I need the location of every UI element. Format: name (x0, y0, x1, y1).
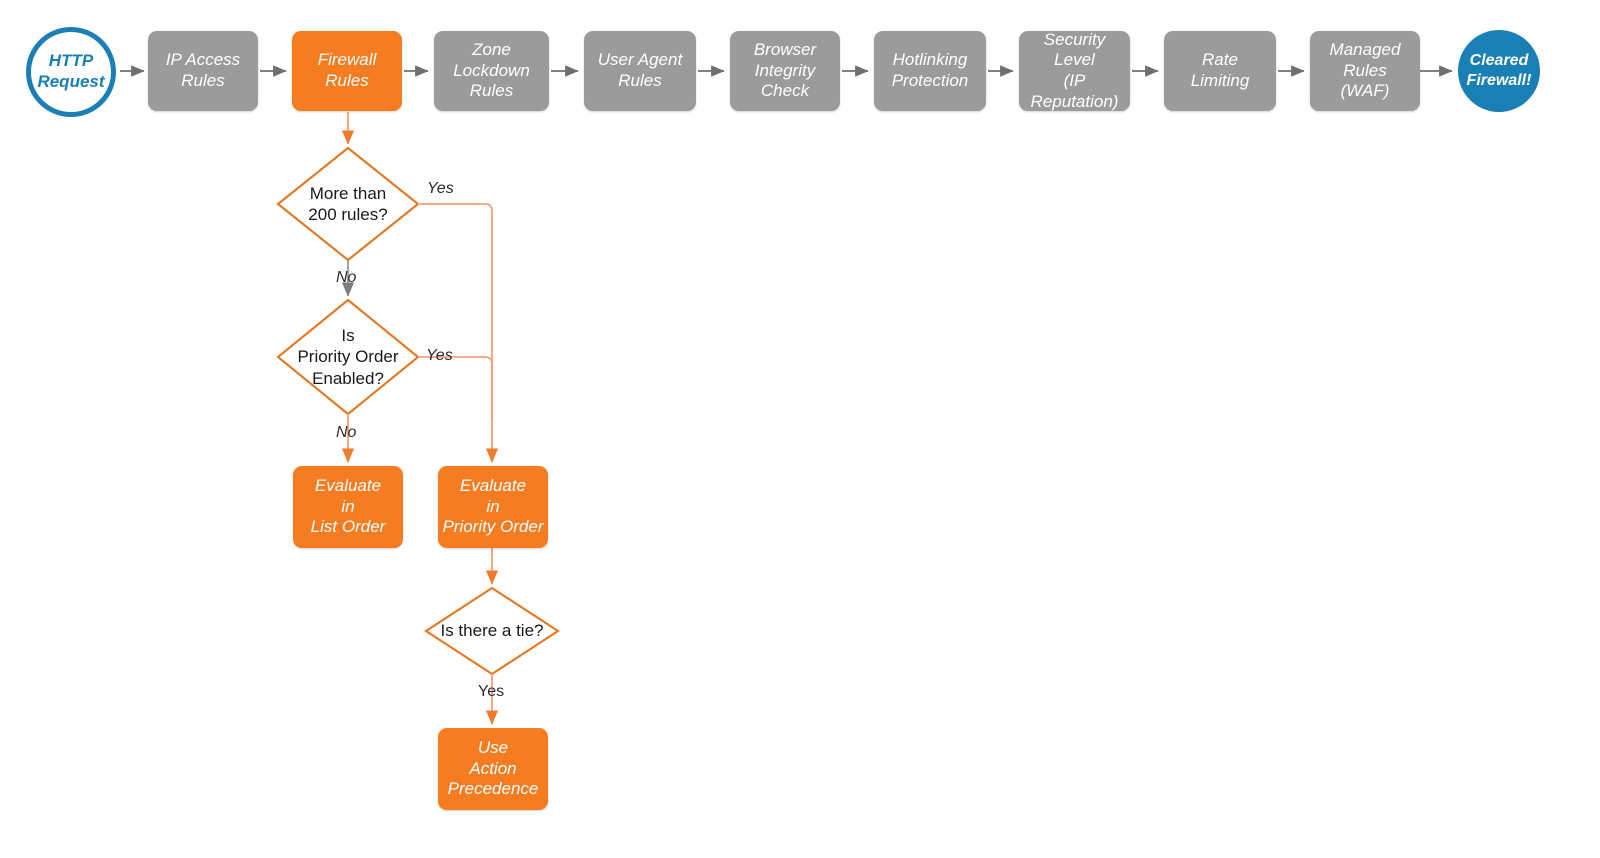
node-user-agent-rules-label: User Agent Rules (597, 50, 683, 90)
node-security-level[interactable]: Security Level (IP Reputation) (1019, 29, 1130, 111)
edge-yes-priority-order (418, 356, 493, 420)
node-cleared-firewall[interactable]: Cleared Firewall! (1458, 30, 1540, 112)
edge-label-no-more-than-200: No (336, 269, 357, 286)
node-hotlinking-protection[interactable]: Hotlinking Protection (874, 31, 986, 111)
node-rate-limiting[interactable]: Rate Limiting (1164, 31, 1276, 111)
decision-is-priority-order-enabled-label: Is Priority Order Enabled? (297, 326, 399, 388)
node-managed-rules-waf[interactable]: Managed Rules (WAF) (1310, 31, 1420, 111)
decision-more-than-200-rules-label: More than 200 rules? (308, 183, 388, 224)
decision-is-there-a-tie[interactable]: Is there a tie? (412, 616, 572, 646)
node-use-action-precedence[interactable]: Use Action Precedence (438, 728, 548, 810)
node-ip-access-rules-label: IP Access Rules (165, 50, 241, 90)
node-evaluate-list-order[interactable]: Evaluate in List Order (293, 466, 403, 548)
node-http-request-label: HTTP Request (37, 51, 105, 91)
node-zone-lockdown-rules-label: Zone Lockdown Rules (453, 39, 530, 101)
decision-is-priority-order-enabled[interactable]: Is Priority Order Enabled? (263, 325, 433, 389)
node-managed-rules-waf-label: Managed Rules (WAF) (1329, 39, 1401, 101)
node-rate-limiting-label: Rate Limiting (1190, 50, 1250, 90)
node-hotlinking-protection-label: Hotlinking Protection (891, 50, 969, 90)
node-browser-integrity-check-label: Browser Integrity Check (753, 39, 817, 101)
node-security-level-label: Security Level (IP Reputation) (1030, 29, 1119, 111)
node-use-action-precedence-label: Use Action Precedence (447, 737, 539, 799)
edge-yes-more-than-200 (418, 203, 499, 463)
node-cleared-firewall-label: Cleared Firewall! (1466, 52, 1532, 89)
node-evaluate-priority-order[interactable]: Evaluate in Priority Order (438, 466, 548, 548)
node-browser-integrity-check[interactable]: Browser Integrity Check (730, 31, 840, 111)
node-ip-access-rules[interactable]: IP Access Rules (148, 31, 258, 111)
node-user-agent-rules[interactable]: User Agent Rules (584, 31, 696, 111)
edge-label-yes-more-than-200: Yes (427, 180, 454, 197)
node-zone-lockdown-rules[interactable]: Zone Lockdown Rules (434, 31, 549, 111)
node-evaluate-list-order-label: Evaluate in List Order (310, 475, 386, 537)
node-http-request[interactable]: HTTP Request (26, 27, 116, 117)
node-firewall-rules[interactable]: Firewall Rules (292, 31, 402, 111)
decision-more-than-200-rules[interactable]: More than 200 rules? (268, 174, 428, 234)
node-evaluate-priority-order-label: Evaluate in Priority Order (442, 475, 544, 537)
node-firewall-rules-label: Firewall Rules (317, 50, 377, 90)
edge-label-no-priority-order: No (336, 424, 357, 441)
decision-is-there-a-tie-label: Is there a tie? (440, 621, 544, 641)
edge-label-yes-priority-order: Yes (426, 347, 453, 364)
edge-label-yes-tie: Yes (478, 683, 505, 700)
